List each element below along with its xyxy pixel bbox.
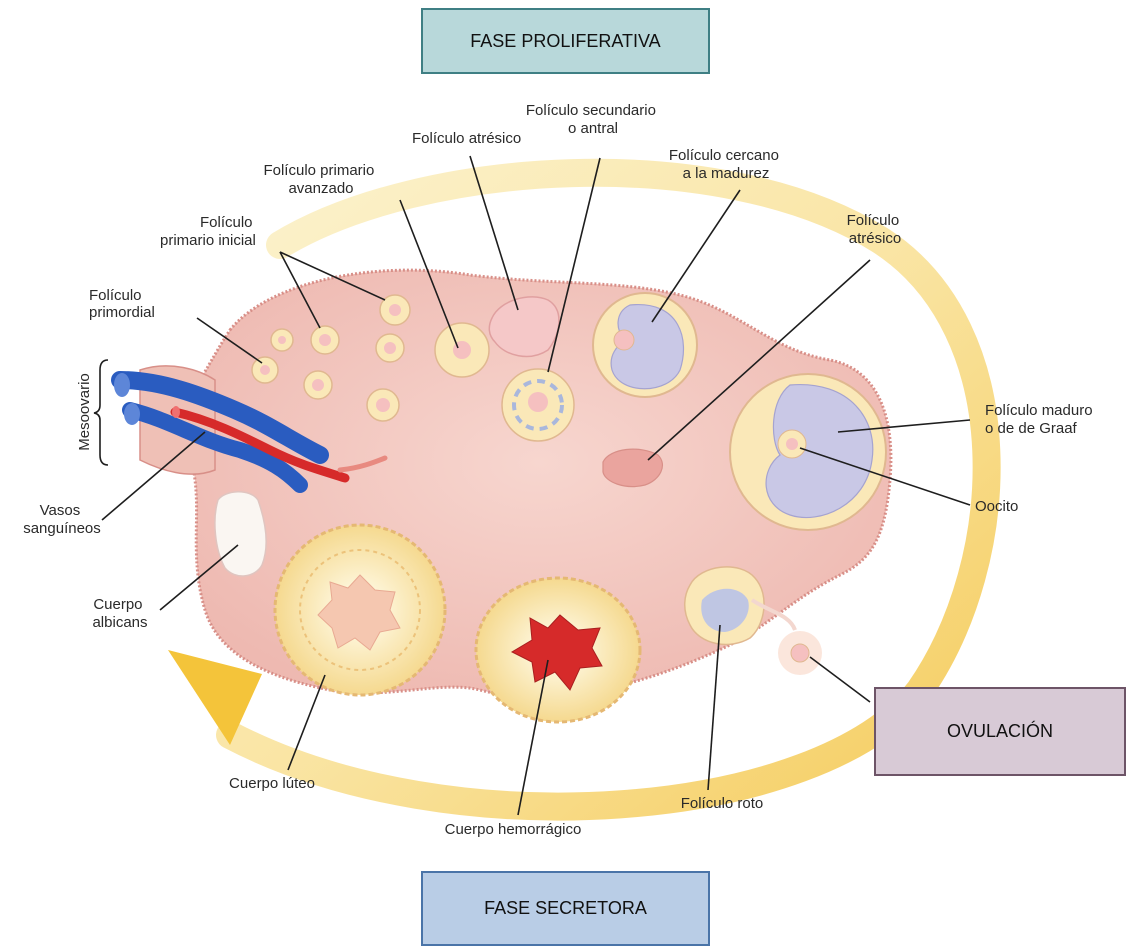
label-vasos: Vasos sanguíneos <box>23 502 101 537</box>
near-mature-follicle <box>593 293 697 397</box>
label-foliculo-primario-avanzado: Folículo primario avanzado <box>263 162 378 197</box>
secondary-follicle <box>502 369 574 441</box>
label-cuerpo-albicans: Cuerpo albicans <box>92 596 147 631</box>
label-mesoovario: Mesoovario <box>76 373 93 451</box>
label-foliculo-atresico-right: Folículo atrésico <box>847 212 904 247</box>
label-cuerpo-hemorragico: Cuerpo hemorrágico <box>445 821 582 838</box>
label-foliculo-atresico-top: Folículo atrésico <box>412 130 521 147</box>
phase-proliferative-label: FASE PROLIFERATIVA <box>470 31 660 52</box>
label-foliculo-roto: Folículo roto <box>681 795 764 812</box>
label-oocito: Oocito <box>975 498 1018 515</box>
corpus-hemorrhagicum <box>476 578 640 722</box>
label-cuerpo-luteo: Cuerpo lúteo <box>229 775 315 792</box>
phase-secretory-label: FASE SECRETORA <box>484 898 647 919</box>
label-foliculo-cercano: Folículo cercano a la madurez <box>669 147 783 182</box>
label-foliculo-primordial: Folículo primordial <box>89 287 155 321</box>
corpus-luteum <box>275 525 445 695</box>
corpus-albicans <box>215 492 266 576</box>
phase-ovulation-box: OVULACIÓN <box>874 687 1126 776</box>
label-foliculo-maduro: Folículo maduro o de de Graaf <box>985 402 1097 437</box>
mesovario-brace <box>94 360 108 465</box>
phase-secretory-box: FASE SECRETORA <box>421 871 710 946</box>
mature-follicle <box>730 374 886 530</box>
label-foliculo-primario-inicial: Folículo primario inicial <box>160 214 257 249</box>
released-oocyte <box>778 631 822 675</box>
label-foliculo-secundario: Folículo secundario o antral <box>526 102 660 137</box>
phase-ovulation-label: OVULACIÓN <box>947 721 1053 742</box>
advanced-primary-follicle <box>435 323 489 377</box>
phase-proliferative-box: FASE PROLIFERATIVA <box>421 8 710 74</box>
